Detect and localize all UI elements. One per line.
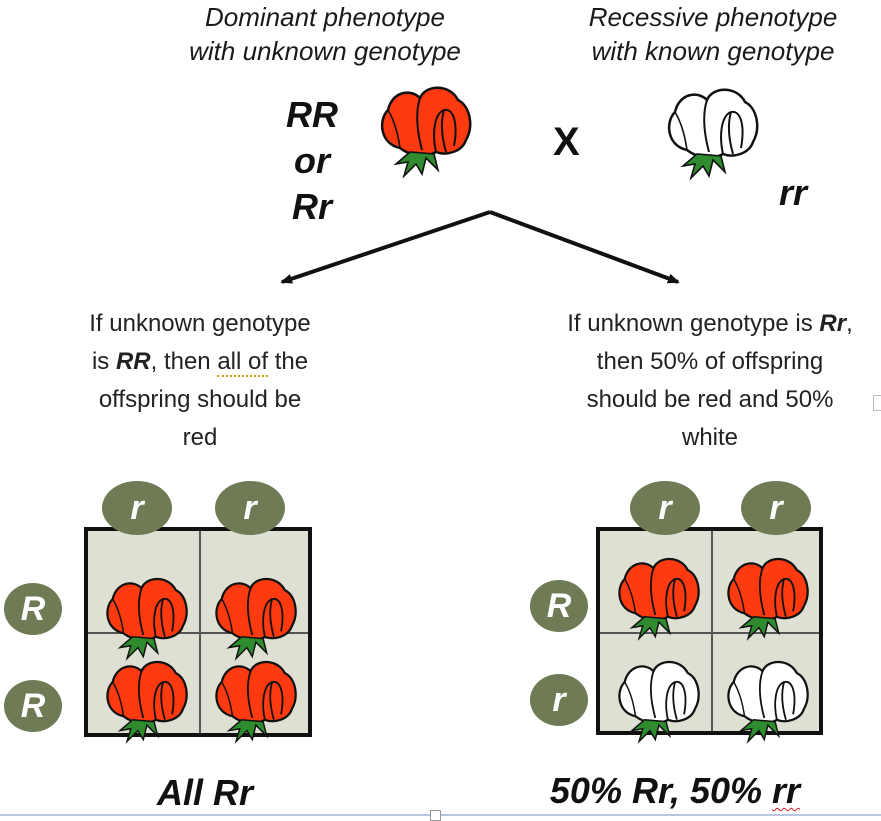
left-cell-1-red-flower-icon	[106, 577, 188, 660]
left-desc-line2-mid: , then	[150, 348, 218, 375]
left-desc-line2-pre: is	[91, 348, 116, 375]
left-result: All Rr	[156, 772, 253, 813]
right-cell-3-white-flower-icon	[618, 660, 700, 743]
left-cell-3-red-flower-icon	[106, 660, 188, 743]
left-cell-4-red-flower-icon	[215, 660, 297, 743]
right-result-pre: 50% Rr, 50%	[549, 770, 773, 811]
right-desc-bold-genotype: Rr	[819, 310, 847, 337]
right-desc-line1-post: ,	[846, 310, 853, 337]
recessive-header-line1: Recessive phenotype	[588, 2, 838, 32]
right-desc-line1-pre: If unknown genotype is	[567, 310, 820, 337]
arrow-left	[280, 210, 491, 284]
left-desc-dotted-text: all of	[217, 348, 269, 377]
dominant-header-line1: Dominant phenotype	[205, 2, 445, 32]
genotype-or: or	[294, 140, 330, 181]
dominant-genotype-options: RR or Rr	[262, 92, 362, 230]
genotype-rr-upper: RR	[286, 94, 338, 135]
right-grid-vline	[711, 531, 713, 731]
recessive-genotype: rr	[778, 172, 808, 213]
edge-marker	[873, 395, 881, 411]
dominant-header: Dominant phenotype with unknown genotype	[130, 0, 520, 68]
right-desc-line2: then 50% of offspring	[596, 348, 824, 375]
left-side-allele-2: R	[4, 680, 62, 732]
cross-symbol: X	[553, 120, 580, 164]
left-case-description: If unknown genotype is RR, then all of t…	[40, 305, 360, 457]
right-desc-line1: If unknown genotype is Rr,	[530, 305, 881, 343]
right-result: 50% Rr, 50% rr	[520, 770, 830, 812]
left-grid-hline	[88, 632, 308, 634]
dominant-header-line2: with unknown genotype	[189, 36, 461, 66]
right-desc-line3: should be red and 50%	[586, 386, 834, 413]
left-desc-line2-post: the	[268, 348, 309, 375]
left-desc-line1: If unknown genotype	[89, 310, 311, 337]
left-desc-line2: is RR, then all of the	[40, 343, 360, 381]
right-cell-2-red-flower-icon	[727, 557, 809, 640]
right-desc-line4: white	[681, 424, 739, 451]
resize-handle[interactable]	[430, 810, 441, 821]
recessive-header: Recessive phenotype with known genotype	[545, 0, 881, 68]
right-top-allele-1: r	[630, 481, 700, 535]
left-cell-2-red-flower-icon	[215, 577, 297, 660]
genotype-rr-hetero: Rr	[291, 186, 332, 227]
left-side-allele-1: R	[4, 583, 62, 635]
left-desc-bold-genotype: RR	[115, 348, 151, 375]
left-desc-line3: offspring should be	[98, 386, 302, 413]
left-top-allele-2: r	[215, 481, 285, 535]
left-top-allele-1: r	[102, 481, 172, 535]
right-top-allele-2: r	[741, 481, 811, 535]
right-grid-hline	[600, 632, 819, 634]
right-result-wavy: rr	[772, 770, 801, 811]
branch-arrows	[280, 210, 680, 284]
right-case-description: If unknown genotype is Rr, then 50% of o…	[530, 305, 881, 457]
right-side-allele-1: R	[530, 580, 588, 632]
right-cell-4-white-flower-icon	[727, 660, 809, 743]
right-side-allele-2: r	[530, 674, 588, 726]
right-cell-1-red-flower-icon	[618, 557, 700, 640]
arrow-right	[489, 210, 680, 284]
recessive-header-line2: with known genotype	[591, 36, 835, 66]
left-desc-line4: red	[182, 424, 218, 451]
